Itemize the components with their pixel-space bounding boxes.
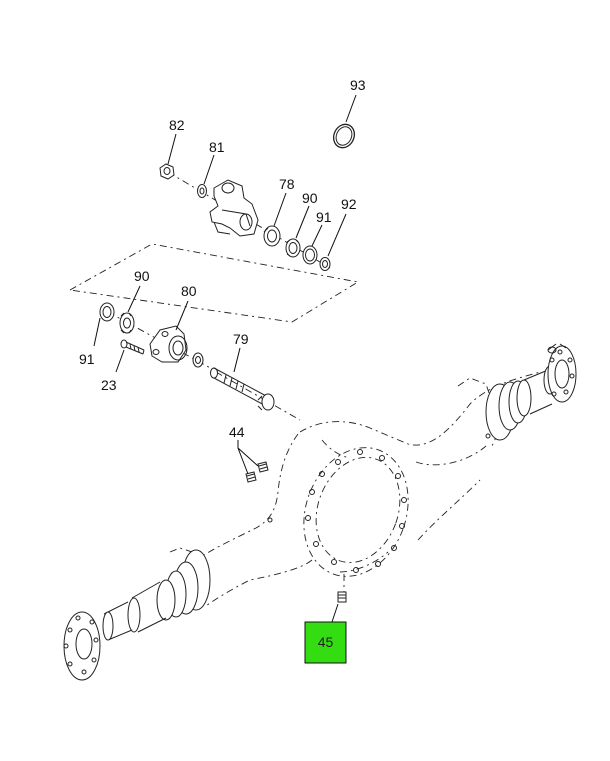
part-90-bearing-lower (119, 312, 135, 334)
callout-78[interactable]: 78 (279, 176, 295, 192)
callout-82[interactable]: 82 (169, 117, 185, 133)
part-yoke (209, 179, 259, 237)
callout-80[interactable]: 80 (181, 283, 197, 299)
callout-labels: 93 82 81 78 90 91 92 90 80 91 23 79 44 (79, 77, 366, 440)
banjo-bolt-holes (305, 449, 407, 573)
part-44-breathers (245, 461, 269, 483)
part-93-oring (332, 123, 356, 149)
part-91-cup-upper (302, 245, 318, 265)
hotspot-45[interactable]: 45 (304, 621, 347, 664)
part-23-bolt (120, 339, 145, 355)
part-spacer (192, 352, 204, 368)
part-90-bearing-upper (285, 238, 301, 258)
part-45-plug (337, 574, 347, 603)
callout-leaders (93, 94, 357, 623)
callout-90-upper[interactable]: 90 (302, 190, 318, 206)
part-80-cage (149, 325, 188, 363)
callout-81[interactable]: 81 (209, 139, 225, 155)
callout-79[interactable]: 79 (233, 331, 249, 347)
callout-91-upper[interactable]: 91 (316, 209, 332, 225)
part-82-nut (159, 163, 175, 180)
callout-90-lower[interactable]: 90 (134, 268, 150, 284)
callout-92[interactable]: 92 (341, 196, 357, 212)
hotspot-45-label: 45 (318, 634, 334, 650)
hotspot-45-box[interactable] (304, 621, 347, 664)
callout-91-lower[interactable]: 91 (79, 351, 95, 367)
callout-93[interactable]: 93 (350, 77, 366, 93)
part-78-seal (263, 225, 281, 247)
part-92-ring (319, 257, 331, 271)
part-81-washer (197, 184, 207, 198)
callout-44[interactable]: 44 (229, 424, 245, 440)
part-91-cup-lower (99, 302, 115, 322)
part-79-pinion-shaft (210, 367, 301, 421)
callout-23[interactable]: 23 (101, 377, 117, 393)
axle-housing (63, 343, 577, 681)
